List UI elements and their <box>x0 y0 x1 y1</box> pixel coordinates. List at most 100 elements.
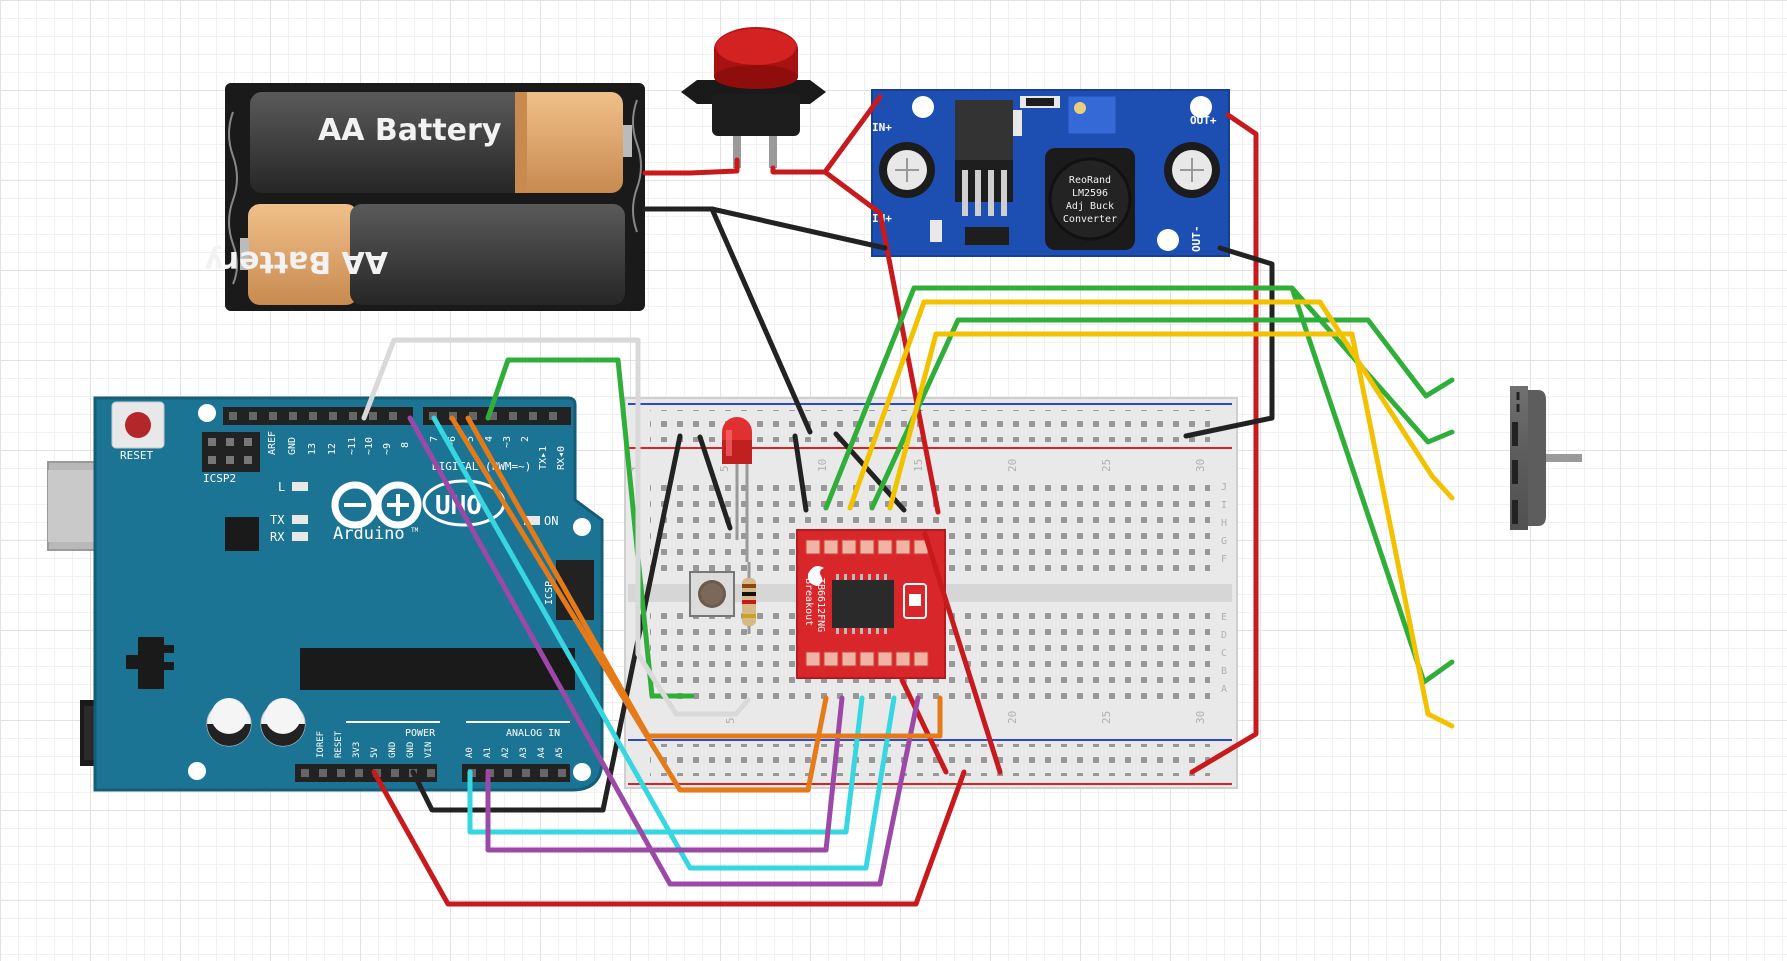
voltage-regulator <box>138 637 164 689</box>
wire-black-battery-to-driver[interactable] <box>709 206 813 435</box>
wire-purple-a1[interactable] <box>485 695 845 853</box>
reset-label: RESET <box>120 449 153 462</box>
bb-col-20-top: 20 <box>1006 459 1019 472</box>
wire-red-driver-to-rail[interactable] <box>922 531 1003 775</box>
wire-orange-pin5b[interactable] <box>465 415 943 739</box>
dc-motor-top <box>1510 386 1582 530</box>
tb6612fng-driver: TB6612FNG Breakout <box>796 529 946 679</box>
wire-yellow-driver-to-motor2[interactable] <box>887 331 1455 729</box>
wire-cyan-a0[interactable] <box>467 695 865 835</box>
battery-cell-top: AA Battery <box>250 92 632 193</box>
analog-header <box>462 764 570 782</box>
wires <box>361 94 1455 907</box>
push-button-icon[interactable] <box>681 27 826 168</box>
bb-col-20-bottom: 20 <box>1006 711 1019 724</box>
wire-cyan-pin7[interactable] <box>431 415 897 871</box>
pin-label-tx1: TX▸1 <box>538 446 549 470</box>
buck-chip-label-2: LM2596 <box>1072 188 1108 199</box>
wire-red-5v-to-rail[interactable] <box>371 769 967 907</box>
led-rx-label: RX <box>270 530 285 544</box>
reset-button-cap[interactable] <box>125 412 151 438</box>
wire-black-led-to-rail[interactable] <box>697 434 733 531</box>
pin-label-5v: 5V <box>370 747 380 758</box>
led-tx-label: TX <box>270 513 285 527</box>
driver-label-line1: TB6612FNG <box>815 578 826 632</box>
tactile-button[interactable] <box>689 571 735 617</box>
bb-row-f: F <box>1221 554 1227 565</box>
bb-col-30-top: 30 <box>1194 459 1207 472</box>
pin-label-3: ~3 <box>502 436 513 448</box>
buck-pin-out-plus: OUT+ <box>1190 114 1217 127</box>
bb-col-5-bottom: 5 <box>724 717 737 724</box>
icsp-label: ICSP <box>544 581 555 605</box>
pin-label-a0: A0 <box>465 747 475 758</box>
bb-col-15-top: 15 <box>912 459 925 472</box>
pin-label-gnd: GND <box>287 437 298 455</box>
pin-label-4: 4 <box>484 436 495 442</box>
wire-purple-pin6[interactable] <box>407 415 921 887</box>
battery-pack: AA Battery AA Battery <box>204 83 645 311</box>
pin-label-a1: A1 <box>483 747 493 758</box>
arduino-board <box>93 396 604 792</box>
pin-label-5: ~5 <box>465 436 476 448</box>
pin-label-3v3: 3V3 <box>352 742 362 758</box>
wire-red-buck-out-to-rail[interactable] <box>1189 112 1259 775</box>
wire-white-pin10[interactable] <box>361 337 751 717</box>
arduino-logo-text: Arduino <box>333 524 405 544</box>
pin-label-2: 2 <box>520 436 531 442</box>
buck-pin-in-plus-top: IN+ <box>872 121 892 134</box>
wire-red-driver-vm[interactable] <box>899 677 949 775</box>
led-on <box>524 516 540 525</box>
led-l-label: L <box>278 480 285 494</box>
bb-row-e: E <box>1221 612 1227 623</box>
wire-orange-pin5[interactable] <box>449 415 829 793</box>
led-l <box>292 482 308 491</box>
battery-label-bottom: AA Battery <box>204 244 388 279</box>
pin-label-10: ~10 <box>364 437 375 455</box>
wire-yellow-driver-to-motor1[interactable] <box>847 299 1455 511</box>
battery-label-top: AA Battery <box>318 113 502 148</box>
pin-label-aref: AREF <box>267 431 278 455</box>
on-label: ON <box>544 514 558 528</box>
wire-red-button-to-buck[interactable] <box>770 94 883 175</box>
wire-green-driver-to-motor2[interactable] <box>1289 285 1455 685</box>
battery-cell-bottom: AA Battery <box>204 204 625 305</box>
tb6612-chip <box>832 580 894 628</box>
wire-black-battery-to-buck[interactable] <box>642 206 888 251</box>
led-rx <box>292 532 308 541</box>
potentiometer[interactable] <box>1067 95 1117 135</box>
wire-red-battery-to-button[interactable] <box>642 157 740 176</box>
buck-chip-label-1: ReoRand <box>1069 175 1111 186</box>
buck-chip-label-4: Converter <box>1063 214 1117 225</box>
buck-chip-label-3: Adj Buck <box>1066 201 1114 212</box>
wire-black-arduino-gnd[interactable] <box>410 433 683 813</box>
icsp2-label: ICSP2 <box>203 472 236 485</box>
wire-black-buck-out-minus[interactable] <box>1183 245 1275 439</box>
pin-label-reset: RESET <box>334 730 344 758</box>
resistor-icon <box>742 562 756 634</box>
bb-row-j: J <box>1221 482 1227 493</box>
bb-col-30-bottom: 30 <box>1194 711 1207 724</box>
pin-label-a4: A4 <box>537 747 547 758</box>
bb-col-25-top: 25 <box>1100 459 1113 472</box>
bb-col-5-top: 5 <box>718 465 731 472</box>
pin-label-ioref: IOREF <box>316 731 326 758</box>
pin-label-vin: VIN <box>424 742 434 758</box>
wire-red-buck-to-driver[interactable] <box>877 210 941 515</box>
wire-green-driver-to-motor1b[interactable] <box>869 317 1455 511</box>
pin-label-7: 7 <box>429 436 440 442</box>
usb-chip <box>225 517 259 551</box>
driver-label-line2: Breakout <box>803 578 814 626</box>
sparkfun-flame-icon <box>807 566 824 586</box>
bb-row-g: G <box>1221 536 1227 547</box>
arduino-trademark: TM <box>411 527 419 534</box>
buck-converter: ReoRand LM2596 Adj Buck Converter IN+ IN… <box>871 89 1230 257</box>
pin-label-6: ~6 <box>447 436 458 448</box>
pin-label-gnd2: GND <box>406 742 416 758</box>
pin-label-9: ~9 <box>382 443 393 455</box>
bb-row-h: H <box>1221 518 1227 529</box>
wire-red-buck-in-split[interactable] <box>822 169 883 216</box>
wire-black-driver-gnd2[interactable] <box>792 433 809 513</box>
breadboard-bottom-rail-holes <box>650 744 1210 776</box>
